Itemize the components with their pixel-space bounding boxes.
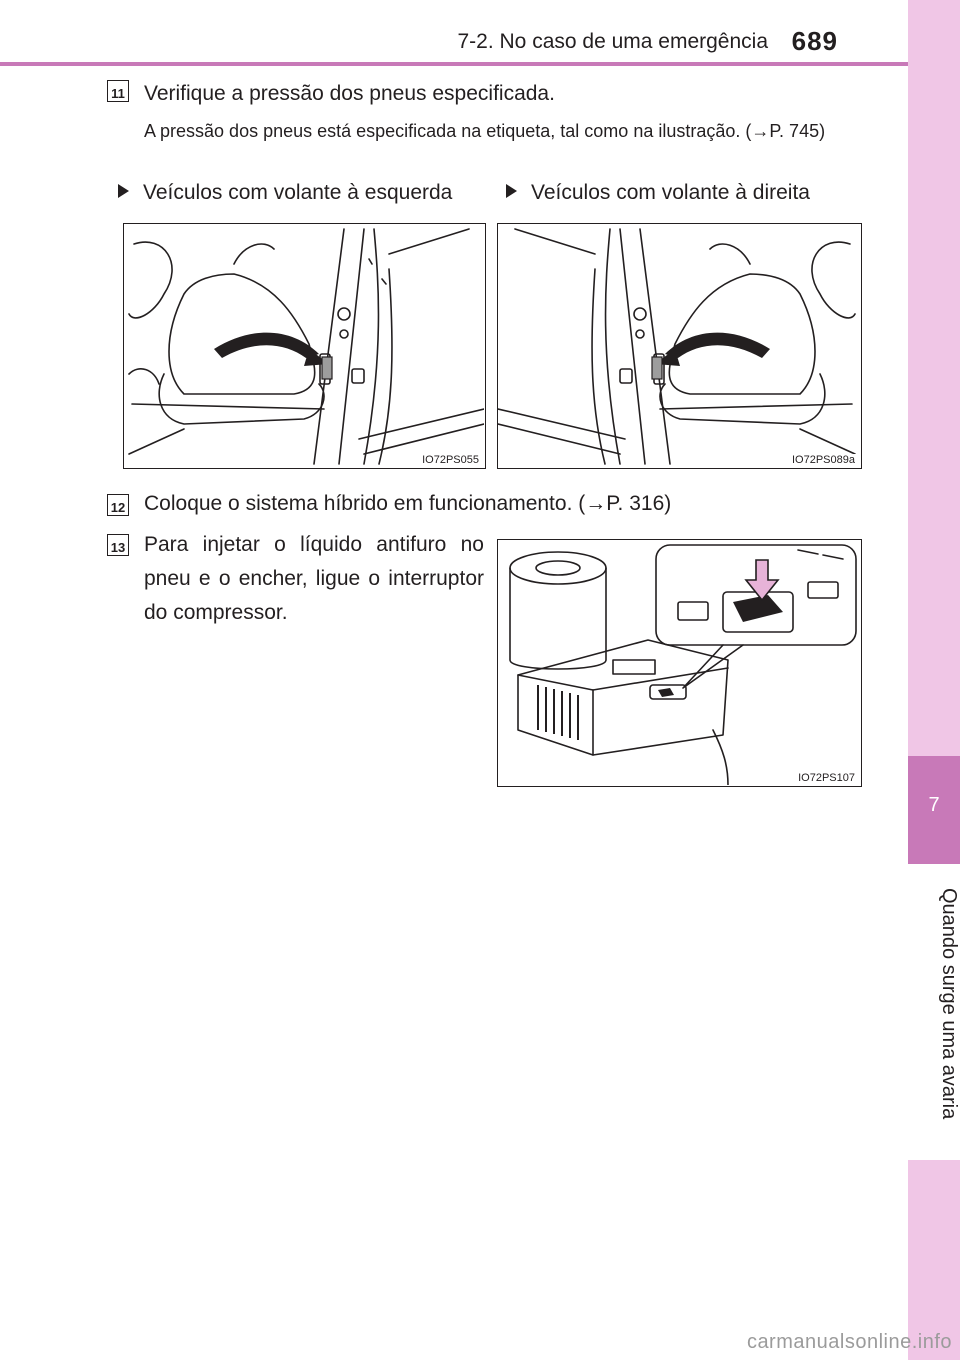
sidebar-band-bottom (908, 1160, 960, 1360)
page-number: 689 (791, 26, 838, 56)
step-number-13: 13 (107, 534, 129, 556)
step-number-12: 12 (107, 494, 129, 516)
caption-right-hand-drive: Veículos com volante à direita (506, 181, 810, 205)
page-header: 7-2. No caso de uma emergência 689 (0, 0, 908, 66)
chapter-number: 7 (928, 794, 940, 816)
watermark: carmanualsonline.info (746, 1331, 952, 1353)
step-11-note: A pressão dos pneus está especificada na… (144, 121, 826, 141)
caption-left-hand-drive: Veículos com volante à esquerda (118, 181, 452, 205)
step-11-text: Verifique a pressão dos pneus especifica… (144, 82, 555, 105)
compressor-illustration (509, 544, 857, 785)
sidebar-band (908, 0, 960, 756)
step-number-11: 11 (107, 80, 129, 102)
figure-left-hand-drive: IO72PS055 (123, 223, 486, 469)
seat-door-illustration-mirrored (498, 228, 856, 465)
section-title: 7-2. No caso de uma emergência (457, 30, 769, 53)
chapter-tab[interactable] (908, 756, 960, 864)
step-13-text: Para injetar o líquido antifuro no pneu … (144, 533, 484, 624)
seat-door-illustration (128, 228, 484, 465)
figure-compressor: IO72PS107 (497, 539, 862, 787)
chapter-title: Quando surge uma avaria (938, 888, 960, 1120)
header-rule (0, 62, 908, 66)
step-12-text: Coloque o sistema híbrido em funcionamen… (144, 492, 672, 515)
caption-right-text: Veículos com volante à direita (531, 181, 810, 204)
caption-left-text: Veículos com volante à esquerda (143, 181, 453, 204)
figure-right-hand-drive: IO72PS089a (497, 223, 862, 469)
figure-code: IO72PS089a (790, 454, 857, 466)
figure-code: IO72PS107 (796, 772, 857, 784)
triangle-bullet-icon (118, 184, 129, 198)
figure-code: IO72PS055 (420, 454, 481, 466)
triangle-bullet-icon (506, 184, 517, 198)
